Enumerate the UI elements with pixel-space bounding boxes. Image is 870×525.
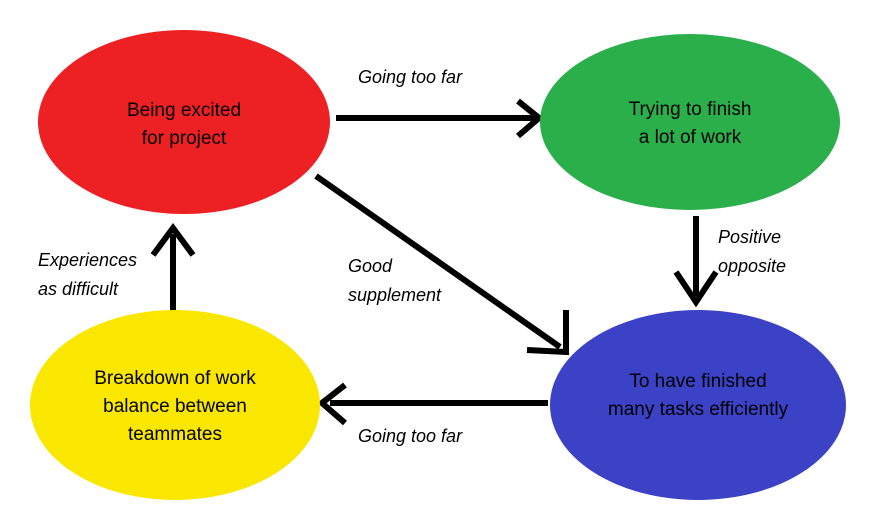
arrow-excited-to-trying (336, 98, 544, 139)
node-label-green-line-1: Trying to finish (629, 99, 752, 120)
node-label-yellow-line-1: Breakdown of work (94, 368, 256, 389)
edge-label-good-supplement-line-1: Good (348, 256, 393, 276)
node-label-red-line-2: for project (142, 128, 227, 149)
node-label-green-line-2: a lot of work (639, 127, 742, 148)
arrow-excited-to-finished (314, 173, 569, 356)
edge-label-experiences-line-1: Experiences (38, 250, 137, 270)
node-to-have-finished-many-tasks-efficiently[interactable]: To have finished many tasks efficiently (550, 310, 846, 500)
node-ellipse-blue[interactable] (550, 310, 846, 500)
arrow-breakdown-to-excited (150, 222, 196, 318)
node-label-yellow-line-2: balance between (103, 396, 247, 417)
edge-label-experiences-line-2: as difficult (38, 279, 119, 299)
node-ellipse-yellow[interactable] (30, 310, 320, 500)
node-label-yellow-line-3: teammates (128, 424, 222, 445)
arrow-finished-to-breakdown (317, 382, 548, 426)
node-ellipse-red[interactable] (38, 30, 330, 214)
node-breakdown-of-work-balance-between-teammates[interactable]: Breakdown of work balance between teamma… (30, 310, 320, 500)
node-label-blue-line-1: To have finished (629, 371, 766, 392)
node-ellipse-green[interactable] (540, 34, 840, 210)
node-trying-to-finish-a-lot-of-work[interactable]: Trying to finish a lot of work (540, 34, 840, 210)
edge-label-going-too-far-bottom: Going too far (358, 426, 463, 446)
edge-label-positive-line-2: opposite (718, 256, 786, 276)
arrow-trying-to-finished (673, 216, 719, 308)
edge-label-good-supplement-line-2: supplement (348, 285, 442, 305)
edge-label-positive-line-1: Positive (718, 227, 781, 247)
node-label-red-line-1: Being excited (127, 100, 241, 121)
edge-label-going-too-far-top: Going too far (358, 67, 463, 87)
node-label-blue-line-2: many tasks efficiently (608, 399, 789, 420)
node-being-excited-for-project[interactable]: Being excited for project (38, 30, 330, 214)
